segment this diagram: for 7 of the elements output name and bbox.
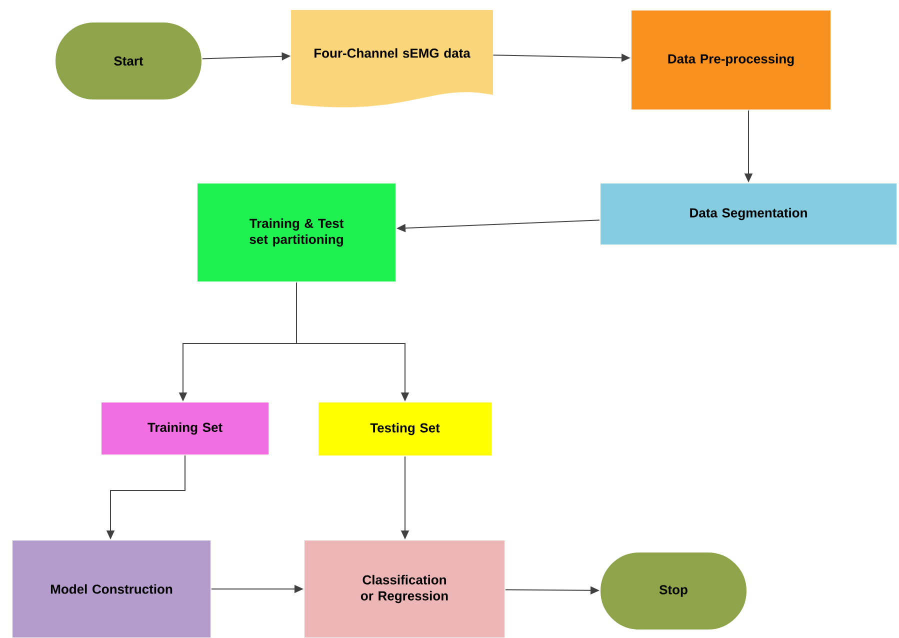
process-box: Testing Set bbox=[318, 402, 492, 456]
process-box: Data Pre-processing bbox=[630, 10, 832, 110]
process-box: Model Construction bbox=[12, 540, 212, 638]
process-box: Data Segmentation bbox=[600, 182, 898, 246]
process-box: Classification or Regression bbox=[304, 540, 506, 638]
process-box: Training & Test set partitioning bbox=[196, 182, 396, 282]
process-box: Training Set bbox=[100, 402, 270, 456]
